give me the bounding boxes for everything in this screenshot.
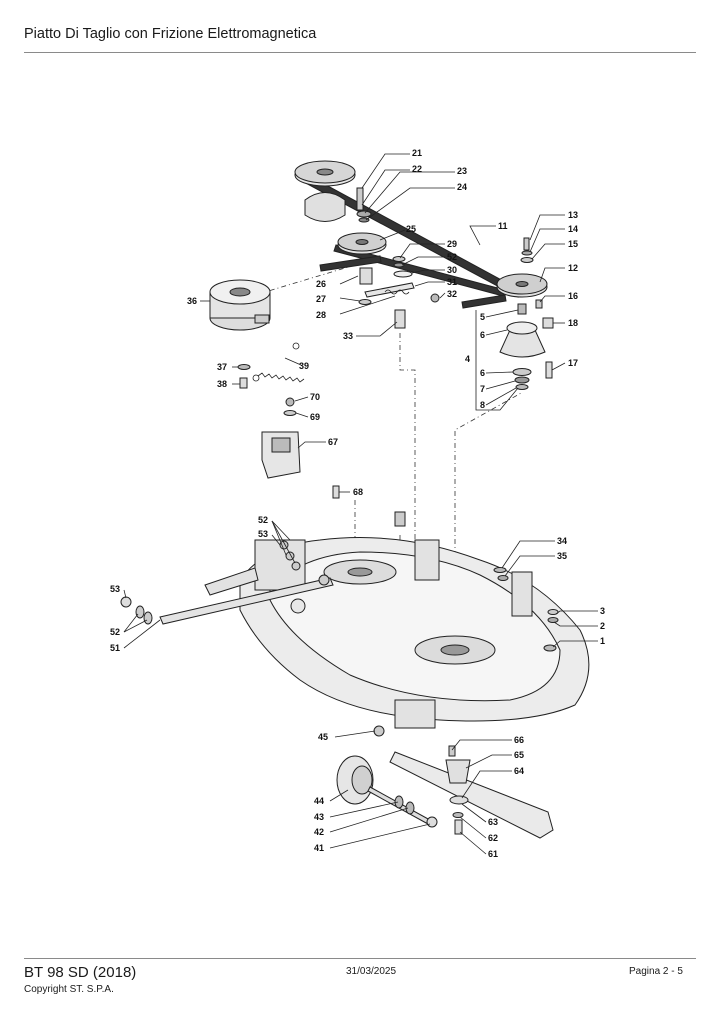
callout-26: 26 bbox=[316, 279, 326, 289]
spindle-pulley-assembly bbox=[496, 237, 554, 390]
callout-39: 39 bbox=[299, 361, 309, 371]
callout-42: 42 bbox=[314, 827, 324, 837]
callout-43: 43 bbox=[314, 812, 324, 822]
header-rule bbox=[24, 52, 696, 53]
callout-29: 29 bbox=[447, 239, 457, 249]
callout-68: 68 bbox=[353, 487, 363, 497]
spring bbox=[252, 342, 305, 383]
callout-21: 21 bbox=[412, 148, 422, 158]
callout-18: 18 bbox=[568, 318, 578, 328]
callout-34: 34 bbox=[557, 536, 567, 546]
mower-deck bbox=[204, 511, 590, 729]
callout-64: 64 bbox=[514, 766, 524, 776]
lift-rod bbox=[120, 540, 509, 625]
callout-41: 41 bbox=[314, 843, 324, 853]
callout-52-c: 52 bbox=[110, 627, 120, 637]
callout-4: 4 bbox=[465, 354, 470, 364]
electromagnetic-clutch bbox=[209, 279, 271, 331]
tensioner-pulley bbox=[294, 160, 372, 223]
callout-52-b: 52 bbox=[258, 515, 268, 525]
callout-2: 2 bbox=[600, 621, 605, 631]
callout-61: 61 bbox=[488, 849, 498, 859]
callout-16: 16 bbox=[568, 291, 578, 301]
cutting-blade bbox=[389, 745, 554, 839]
footer-model: BT 98 SD (2018) bbox=[24, 964, 137, 981]
callout-1: 1 bbox=[600, 636, 605, 646]
callout-14: 14 bbox=[568, 224, 578, 234]
callout-13: 13 bbox=[568, 210, 578, 220]
callout-69: 69 bbox=[310, 412, 320, 422]
callout-66: 66 bbox=[514, 735, 524, 745]
callout-32: 32 bbox=[447, 289, 457, 299]
callout-23: 23 bbox=[457, 166, 467, 176]
callout-5: 5 bbox=[480, 312, 485, 322]
callout-45: 45 bbox=[318, 732, 328, 742]
bracket-assembly bbox=[261, 397, 340, 499]
callout-51: 51 bbox=[110, 643, 120, 653]
callout-15: 15 bbox=[568, 239, 578, 249]
callout-25: 25 bbox=[406, 224, 416, 234]
callout-labels: 21 22 23 24 11 25 13 14 15 12 29 52 30 3… bbox=[110, 148, 605, 859]
callout-35: 35 bbox=[557, 551, 567, 561]
leader-lines bbox=[123, 153, 598, 855]
footer-page-number: Pagina 2 - 5 bbox=[629, 966, 683, 977]
callout-63: 63 bbox=[488, 817, 498, 827]
callout-30: 30 bbox=[447, 265, 457, 275]
idler-pulley bbox=[337, 232, 387, 255]
callout-44: 44 bbox=[314, 796, 324, 806]
callout-37: 37 bbox=[217, 362, 227, 372]
footer-copyright: Copyright ST. S.P.A. bbox=[24, 984, 114, 995]
footer-date: 31/03/2025 bbox=[346, 966, 397, 977]
callout-27: 27 bbox=[316, 294, 326, 304]
callout-36: 36 bbox=[187, 296, 197, 306]
footer-rule bbox=[24, 958, 696, 959]
callout-67: 67 bbox=[328, 437, 338, 447]
callout-52-a: 52 bbox=[447, 252, 457, 262]
anti-scalp-wheel bbox=[336, 725, 438, 828]
callout-62: 62 bbox=[488, 833, 498, 843]
callout-8: 8 bbox=[480, 400, 485, 410]
callout-33: 33 bbox=[343, 331, 353, 341]
callout-6-b: 6 bbox=[480, 368, 485, 378]
callout-53-b: 53 bbox=[110, 584, 120, 594]
callout-6-a: 6 bbox=[480, 330, 485, 340]
callout-65: 65 bbox=[514, 750, 524, 760]
callout-24: 24 bbox=[457, 182, 467, 192]
page-title: Piatto Di Taglio con Frizione Elettromag… bbox=[24, 26, 317, 42]
callout-17: 17 bbox=[568, 358, 578, 368]
callout-31: 31 bbox=[447, 277, 457, 287]
callout-7: 7 bbox=[480, 384, 485, 394]
callout-3: 3 bbox=[600, 606, 605, 616]
callout-38: 38 bbox=[217, 379, 227, 389]
callout-11: 11 bbox=[498, 221, 508, 231]
callout-28: 28 bbox=[316, 310, 326, 320]
callout-53-a: 53 bbox=[258, 529, 268, 539]
bolt-washer-37-38 bbox=[237, 364, 251, 389]
callout-12: 12 bbox=[568, 263, 578, 273]
callout-70: 70 bbox=[310, 392, 320, 402]
callout-22: 22 bbox=[412, 164, 422, 174]
tensioner-arm-parts bbox=[358, 256, 440, 329]
